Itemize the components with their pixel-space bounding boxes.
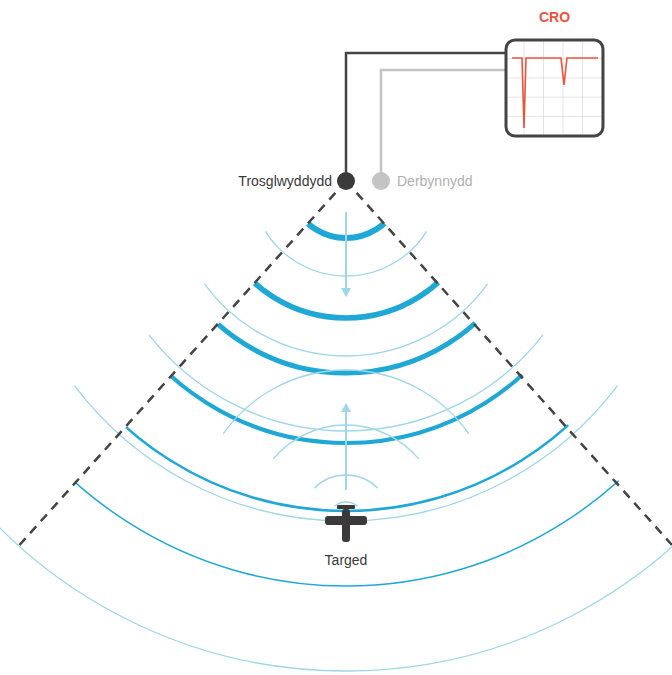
target-label: Targed (323, 551, 370, 569)
cro-grid (506, 40, 603, 136)
wave-fronts (0, 210, 672, 672)
transmitter-dot (337, 172, 355, 190)
wave-arc (74, 386, 617, 521)
echo-arrow (345, 410, 347, 490)
cro-frame (506, 40, 603, 136)
beam-edge (15, 181, 346, 550)
wave-arc (0, 384, 672, 587)
echo-waves (223, 370, 469, 506)
transmitter-wire (346, 53, 506, 181)
cro-screen (506, 40, 603, 136)
wave-arc (60, 346, 632, 511)
transmit-arrow (345, 212, 347, 290)
target-plane (325, 505, 367, 542)
transmitter-label: Trosglwyddydd (238, 172, 332, 190)
wave-arc (180, 277, 513, 373)
arrow-head (341, 403, 351, 412)
oscilloscope: CRO (506, 2, 603, 32)
receiver-wire (381, 70, 506, 181)
receiver-dot (372, 172, 390, 190)
receiver-label: Derbynnydd (397, 172, 473, 190)
cro-trace (512, 58, 598, 128)
arrow-head (341, 288, 351, 297)
beam-edge (346, 181, 672, 545)
device-title: CRO (539, 8, 570, 26)
